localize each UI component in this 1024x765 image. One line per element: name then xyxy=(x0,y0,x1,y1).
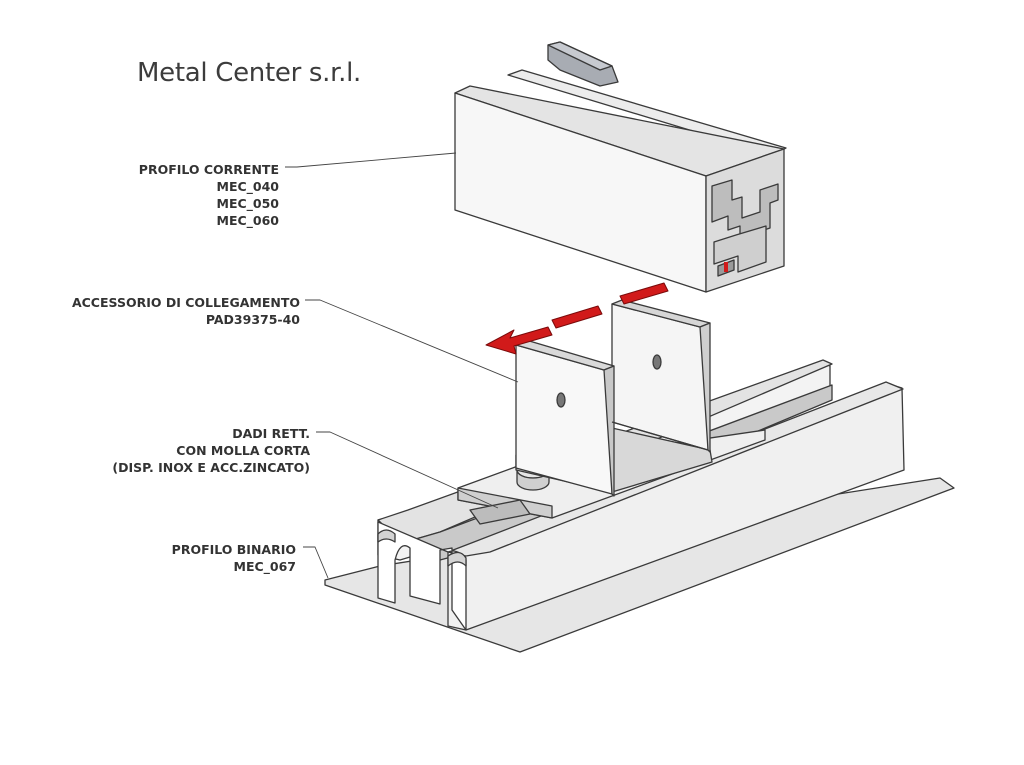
rear-plate-hole xyxy=(652,354,662,370)
rail-slot-left xyxy=(377,529,396,543)
label-line: MEC_067 xyxy=(233,559,297,574)
front-plate-hole xyxy=(556,392,566,408)
label-accessorio: ACCESSORIO DI COLLEGAMENTO PAD39375-40 xyxy=(72,294,300,328)
label-dadi: DADI RETT. CON MOLLA CORTA (DISP. INOX E… xyxy=(112,425,310,476)
leader-dadi xyxy=(316,431,499,509)
label-profilo-corrente: PROFILO CORRENTE MEC_040 MEC_050 MEC_060 xyxy=(139,161,279,229)
label-line: PROFILO CORRENTE xyxy=(138,162,279,177)
arrow-dash-3 xyxy=(619,282,669,305)
profile-cross-section xyxy=(711,179,779,239)
connection-accessory xyxy=(515,299,713,497)
nut-strip xyxy=(469,499,531,525)
label-line: (DISP. INOX E ACC.ZINCATO) xyxy=(112,460,310,475)
label-line: PAD39375-40 xyxy=(205,312,300,327)
label-line: CON MOLLA CORTA xyxy=(176,443,310,458)
label-line: DADI RETT. xyxy=(232,426,310,441)
label-line: PROFILO BINARIO xyxy=(171,542,296,557)
label-line: ACCESSORIO DI COLLEGAMENTO xyxy=(71,295,300,310)
rail-end-profile xyxy=(377,521,467,631)
upper-profile xyxy=(454,41,787,293)
rear-plate-side xyxy=(699,322,711,453)
leader-profilo xyxy=(285,152,457,168)
profile-lower-chamber xyxy=(713,225,767,273)
arrow-dash-2 xyxy=(551,305,603,329)
leader-binario xyxy=(303,546,329,579)
rail-slot xyxy=(447,551,467,567)
label-line: MEC_040 xyxy=(216,179,280,194)
leader-accessorio xyxy=(305,299,519,383)
profile-red-marker xyxy=(724,262,728,272)
bolt-head-side xyxy=(516,469,550,491)
front-plate-side xyxy=(603,365,615,497)
label-line: MEC_060 xyxy=(216,213,280,228)
arrow-head xyxy=(485,326,553,355)
label-profilo-binario: PROFILO BINARIO MEC_067 xyxy=(172,541,296,575)
company-title: Metal Center s.r.l. xyxy=(137,58,361,88)
clip-piece-top xyxy=(547,41,613,71)
front-plate-fold xyxy=(611,421,709,451)
label-line: MEC_050 xyxy=(216,196,280,211)
leader-lines xyxy=(285,152,519,579)
direction-arrow xyxy=(485,282,669,355)
